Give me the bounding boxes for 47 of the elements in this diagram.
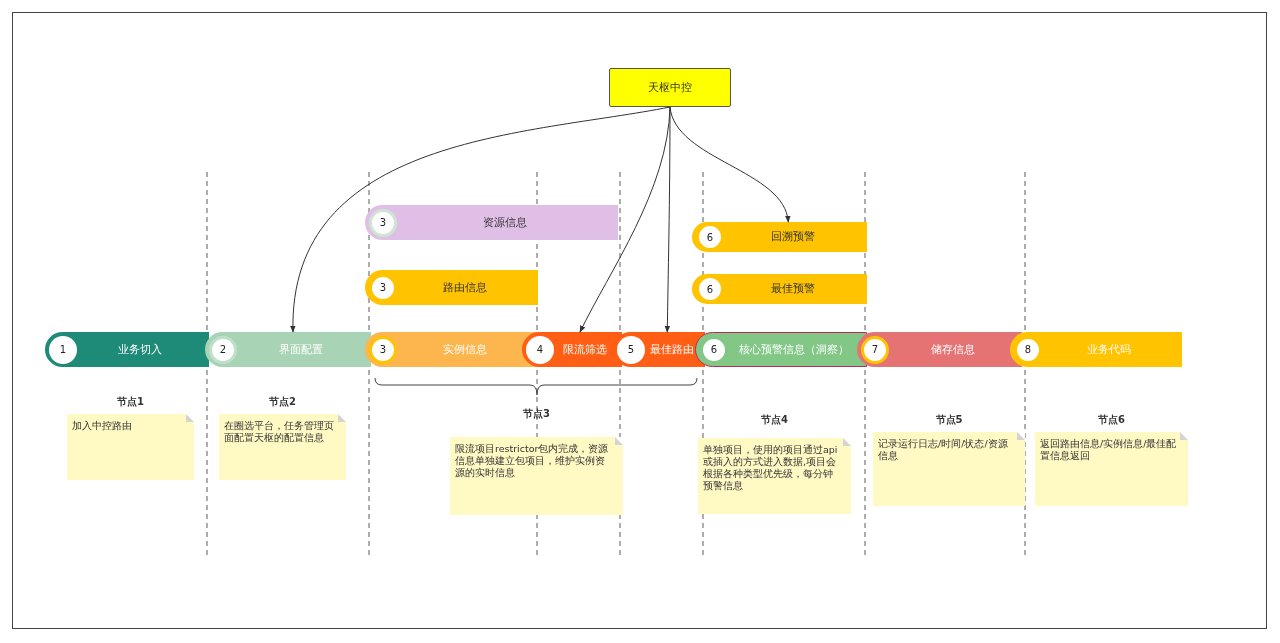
stage-label: 最佳预警 — [769, 282, 816, 296]
stage-label: 业务切入 — [117, 342, 163, 357]
sticky-note: 限流项目restrictor包内完成，资源信息单独建立包项目，维护实例资源的实时信息 — [450, 437, 623, 515]
stage-label: 实例信息 — [442, 342, 488, 357]
stage-label: 最佳路由 — [649, 342, 695, 357]
step-number: 4 — [526, 335, 554, 364]
stage-pill — [365, 270, 538, 305]
stage-pill — [1010, 332, 1182, 367]
stage-label: 核心预警信息（洞察） — [738, 342, 850, 357]
stage-pill — [365, 205, 618, 240]
note-heading: 节点2 — [269, 396, 296, 408]
stage-pill — [695, 332, 867, 367]
sticky-note: 加入中控路由 — [67, 414, 194, 480]
stage-label: 业务代码 — [1086, 342, 1132, 357]
step-number: 1 — [49, 335, 77, 364]
note-heading: 节点4 — [761, 414, 788, 426]
step-number: 2 — [209, 335, 237, 364]
step-number: 3 — [369, 208, 397, 237]
arrow — [664, 106, 671, 333]
stage-label: 回溯预警 — [769, 230, 816, 244]
stage-pill — [522, 332, 622, 367]
stage-label: 界面配置 — [278, 342, 324, 357]
arrow — [290, 106, 671, 333]
stage-label: 资源信息 — [481, 215, 528, 230]
stage-label: 限流筛选 — [562, 342, 608, 357]
sticky-note: 在圈选平台，任务管理页面配置天枢的配置信息 — [219, 414, 346, 480]
control-box: 天枢中控 — [609, 68, 731, 107]
step-number: 7 — [861, 335, 889, 364]
sticky-note: 单独项目，使用的项目通过api或插入的方式进入数据,项目会根据各种类型优先级，每分钟预警信息 — [698, 438, 851, 514]
note-heading: 节点1 — [117, 396, 144, 408]
step-number: 6 — [696, 275, 724, 303]
stage-pill — [205, 332, 371, 367]
note-heading: 节点3 — [523, 408, 550, 420]
stage-pill — [45, 332, 209, 367]
stage-label: 路由信息 — [441, 280, 488, 295]
step-number: 3 — [369, 335, 397, 364]
step-number: 6 — [696, 223, 724, 251]
stage-pill — [692, 274, 867, 304]
note-heading: 节点5 — [935, 414, 963, 426]
sticky-note: 返回路由信息/实例信息/最佳配置信息返回 — [1035, 432, 1188, 506]
stage-label: 储存信息 — [929, 342, 976, 357]
sticky-note: 记录运行日志/时间/状态/资源信息 — [873, 432, 1025, 506]
stage-pill — [857, 332, 1022, 367]
step-number: 5 — [617, 335, 645, 364]
note-heading: 节点6 — [1098, 414, 1125, 426]
stage-pill — [692, 222, 867, 252]
arrow — [669, 106, 790, 223]
